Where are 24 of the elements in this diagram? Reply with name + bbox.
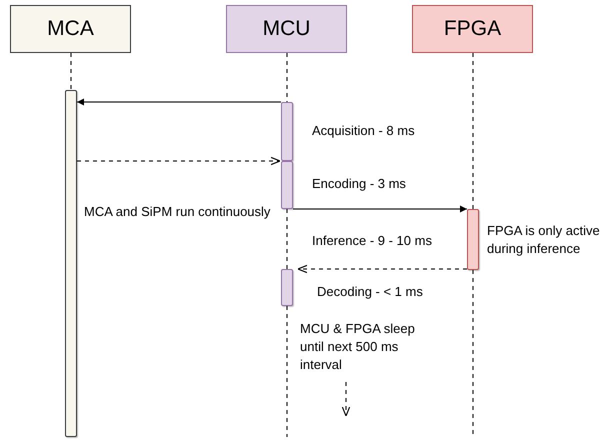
arrow (292, 206, 468, 212)
note-text: MCU & FPGA sleep until next 500 ms interval (300, 320, 430, 374)
arrow (76, 98, 282, 106)
participant-box: FPGA (412, 5, 533, 53)
activation-bar (65, 90, 77, 437)
activation-bar (281, 102, 293, 161)
arrow (76, 156, 281, 166)
participant-box: MCA (10, 5, 131, 53)
duration-label: Decoding - < 1 ms (317, 283, 423, 301)
activation-bar (467, 209, 479, 270)
arrow (297, 264, 468, 274)
arrow (342, 382, 350, 417)
lifeline (70, 52, 72, 90)
note-text: FPGA is only active during inference (487, 222, 601, 258)
note-text: MCA and SiPM run continuously (84, 203, 270, 221)
lifeline (286, 52, 288, 102)
lifeline (472, 52, 474, 210)
activation-bar (281, 269, 293, 306)
lifeline (286, 208, 288, 270)
duration-label: Acquisition - 8 ms (312, 122, 415, 140)
activation-bar (281, 161, 293, 209)
duration-label: Inference - 9 - 10 ms (312, 232, 432, 250)
duration-label: Encoding - 3 ms (312, 175, 406, 193)
participant-box: MCU (226, 5, 347, 53)
